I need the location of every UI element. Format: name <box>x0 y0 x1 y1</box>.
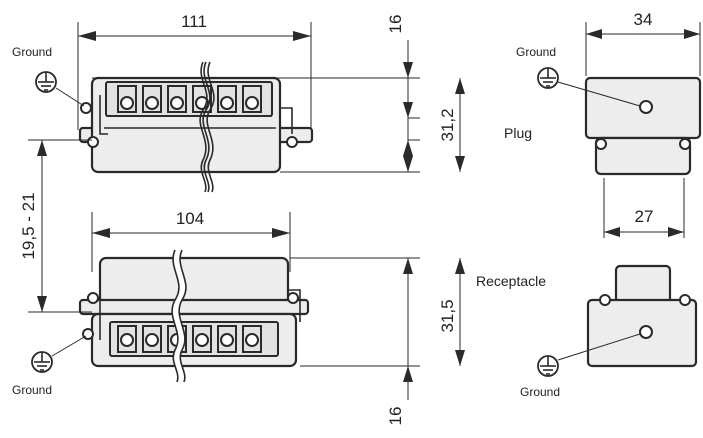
ground-label-plug-front: Ground <box>12 45 52 59</box>
dim-line-receptacle-width <box>92 228 290 238</box>
ground-label-plug-side: Ground <box>516 45 556 59</box>
receptacle-terminal <box>245 333 259 347</box>
dim-line-plug-height <box>403 78 465 172</box>
receptacle-terminal <box>120 333 134 347</box>
ground-label-receptacle-side: Ground <box>520 385 560 399</box>
plug-terminal <box>145 96 159 110</box>
ground-symbol-receptacle-side <box>537 333 641 377</box>
dim-line-plug-width <box>78 31 311 41</box>
dim-gap: 19,5 - 21 <box>19 192 38 259</box>
dim-top-margin: 16 <box>386 15 405 34</box>
plug-side-view <box>584 22 702 238</box>
receptacle-side-view <box>586 264 698 368</box>
dim-line-gap <box>28 139 92 313</box>
dim-line-bottom-margin <box>403 366 413 400</box>
ground-symbol-plug-front <box>35 71 85 107</box>
plug-label: Plug <box>504 125 532 141</box>
dim-line-top-margin <box>403 40 413 78</box>
plug-terminal <box>170 96 184 110</box>
dim-line-side-receptacle-width <box>604 227 684 237</box>
dim-line-receptacle-height <box>403 258 465 366</box>
plug-terminal <box>220 96 234 110</box>
dim-side-plug-width: 34 <box>634 10 653 29</box>
dim-side-receptacle-width: 27 <box>635 207 654 226</box>
receptacle-label: Receptacle <box>476 273 546 289</box>
receptacle-terminal <box>195 333 209 347</box>
receptacle-break-line <box>171 248 187 384</box>
dim-receptacle-width: 104 <box>176 209 204 228</box>
plug-terminal <box>245 96 259 110</box>
dim-plug-width: 111 <box>181 12 207 31</box>
dim-receptacle-height: 31,5 <box>438 299 457 332</box>
receptacle-terminal <box>220 333 234 347</box>
ground-symbol-plug-side <box>537 67 641 107</box>
plug-break-line <box>199 61 215 193</box>
ground-symbol-receptacle-front <box>31 335 87 373</box>
dim-line-side-plug-width <box>586 29 700 39</box>
receptacle-terminals <box>117 325 262 353</box>
plug-terminal <box>120 96 134 110</box>
ground-label-receptacle-front: Ground <box>12 383 52 397</box>
dim-bottom-margin: 16 <box>386 407 405 426</box>
dim-plug-height: 31,2 <box>438 108 457 141</box>
receptacle-terminal <box>145 333 159 347</box>
